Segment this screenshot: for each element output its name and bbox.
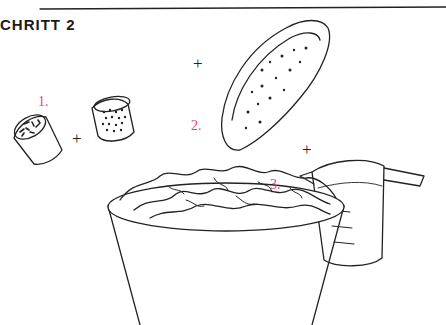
plus-sign: + — [302, 141, 312, 158]
step-heading: CHRITT 2 — [0, 17, 76, 32]
callout-number: 2. — [191, 119, 202, 133]
salad-bowl — [108, 166, 344, 325]
spice-cup — [92, 94, 134, 141]
bread-half — [222, 21, 330, 151]
header-rule — [40, 7, 446, 9]
plus-sign: + — [193, 55, 203, 72]
callout-number: 3. — [270, 178, 281, 192]
spice-cup — [10, 110, 62, 165]
plus-sign: + — [72, 130, 82, 147]
callout-number: 1. — [38, 95, 49, 109]
